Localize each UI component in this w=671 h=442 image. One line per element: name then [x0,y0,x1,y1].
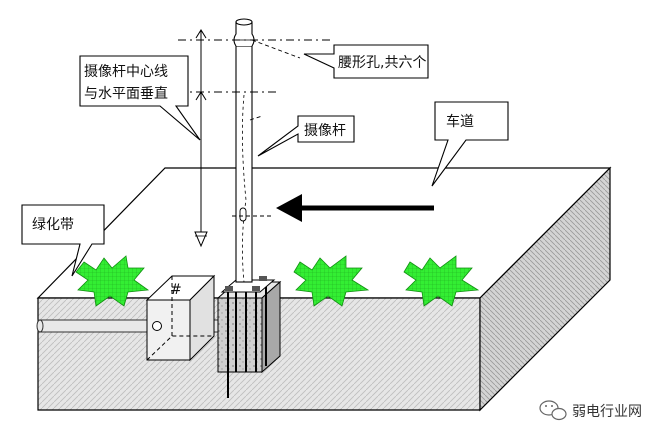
traffic-direction-arrow [276,194,434,222]
callout-center-line-text-1: 摄像杆中心线 [84,64,168,80]
base-plate [220,279,276,293]
concrete-foundation [216,276,282,398]
plumb-bob [194,231,208,248]
hand-hole-box: # [145,274,216,362]
callout-pole: 摄像杆 [257,115,355,157]
grass-bushes [75,255,480,307]
callout-center-line-text-2: 与水平面垂直 [84,85,168,102]
watermark: 弱电行业网 [539,400,642,421]
camera-pole [233,18,255,283]
watermark-text: 弱电行业网 [572,404,642,420]
wechat-icon [539,400,567,421]
grass-bush [403,255,480,307]
waist-hole-slot [239,207,247,222]
reference-lines [178,39,330,217]
callout-lane-text: 车道 [446,113,474,130]
callout-center-line: 摄像杆中心线 与水平面垂直 [79,55,201,141]
grass-bush [293,255,370,307]
grass-bush [75,255,150,307]
callout-green-belt-text: 绿化带 [32,217,74,233]
callout-pole-text: 摄像杆 [304,123,346,139]
callout-lane: 车道 [431,101,509,187]
callout-waist-hole: 腰形孔,共六个 [303,44,429,79]
block-side-face [479,166,611,412]
callout-waist-hole-text: 腰形孔,共六个 [338,55,426,71]
callout-green-belt: 绿化带 [21,204,105,277]
hand-hole-mark: # [170,282,182,298]
